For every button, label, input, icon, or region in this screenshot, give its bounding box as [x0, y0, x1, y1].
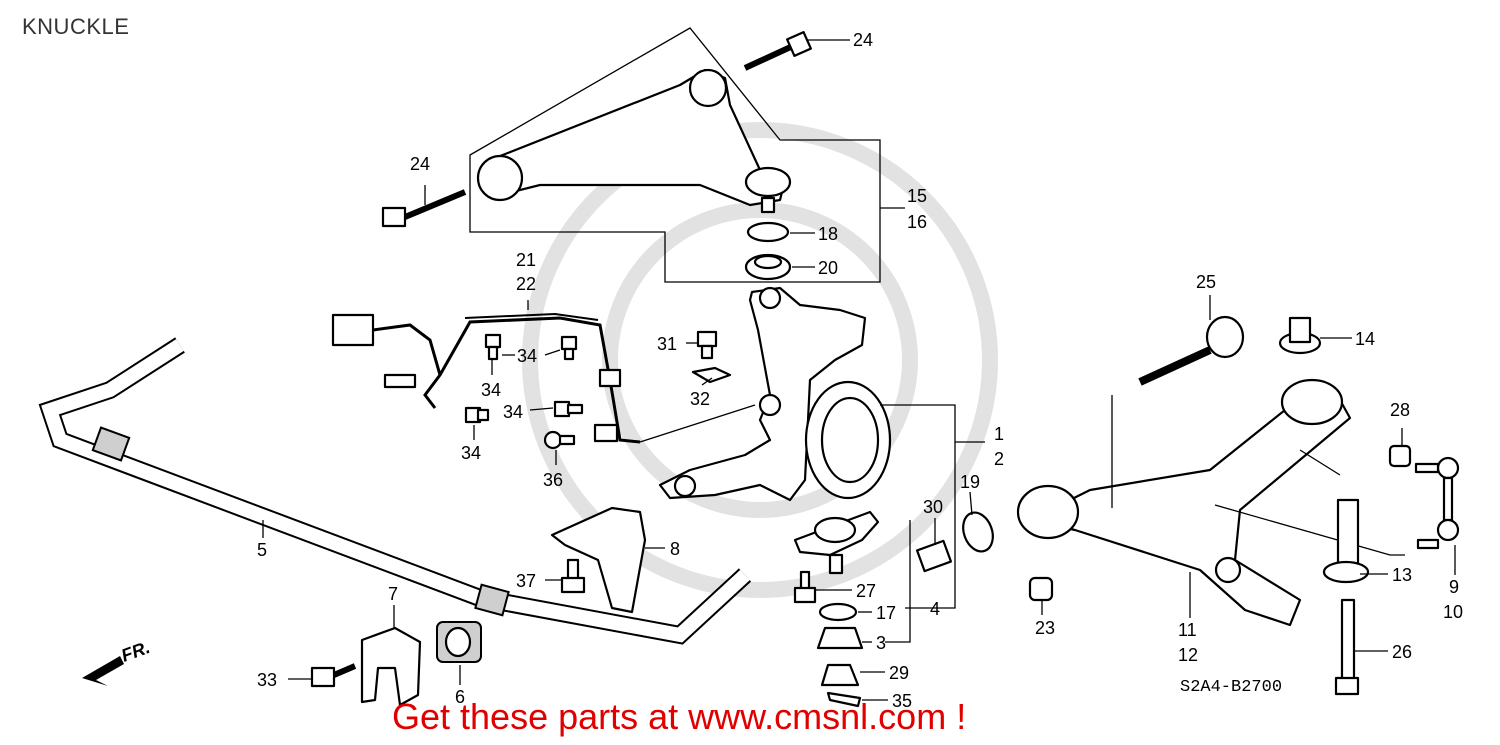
direction-label: FR.	[119, 637, 153, 666]
callout-28: 28	[1390, 400, 1410, 420]
part-20-boot[interactable]	[744, 253, 792, 281]
callout-24-left: 24	[410, 154, 430, 174]
callout-7: 7	[388, 584, 398, 604]
bushing-30[interactable]	[915, 539, 953, 573]
lower-arm-part[interactable]	[1016, 378, 1352, 627]
bushing-6[interactable]	[436, 621, 482, 663]
callout-27: 27	[856, 581, 876, 601]
ball-joint-part[interactable]	[793, 510, 880, 575]
bolt-27[interactable]	[793, 570, 817, 604]
callout-11: 11	[1178, 620, 1197, 640]
washer-19[interactable]	[958, 508, 998, 555]
callout-18: 18	[818, 224, 838, 244]
bracket-8[interactable]	[550, 506, 647, 614]
callout-34-c: 34	[503, 402, 523, 422]
bolt-13[interactable]	[1322, 498, 1370, 584]
callout-17: 17	[876, 603, 896, 623]
bolt-37[interactable]	[560, 558, 586, 594]
front-direction-arrow	[82, 656, 124, 686]
bolt-34-c[interactable]	[464, 406, 490, 424]
callout-10: 10	[1443, 602, 1463, 622]
stabilizer-bar[interactable]	[38, 337, 752, 645]
callout-5: 5	[257, 540, 267, 560]
callout-1: 1	[994, 424, 1004, 444]
callout-31: 31	[657, 334, 677, 354]
bolt-24-top[interactable]	[743, 31, 812, 71]
callout-34-a: 34	[517, 346, 537, 366]
callout-9: 9	[1449, 577, 1459, 597]
callout-33: 33	[257, 670, 277, 690]
callout-14: 14	[1355, 329, 1375, 349]
callout-8: 8	[670, 539, 680, 559]
nut-14[interactable]	[1278, 316, 1322, 355]
callout-37: 37	[516, 571, 536, 591]
callout-22: 22	[516, 274, 536, 294]
knuckle-part[interactable]	[658, 286, 892, 502]
part-18-ring[interactable]	[746, 221, 790, 243]
bolt-34-a[interactable]	[484, 333, 502, 361]
leader-lines	[262, 39, 1456, 701]
nut-28[interactable]	[1388, 444, 1412, 468]
abs-sensor-harness[interactable]	[331, 312, 641, 444]
callout-16: 16	[907, 212, 927, 232]
callout-29: 29	[889, 663, 909, 683]
callout-26: 26	[1392, 642, 1412, 662]
bolt-34-b[interactable]	[560, 335, 578, 361]
bolt-26[interactable]	[1334, 598, 1360, 696]
upper-arm-group-outline	[469, 27, 881, 283]
callout-21: 21	[516, 250, 536, 270]
callout-6: 6	[455, 687, 465, 707]
part-29-nut[interactable]	[820, 663, 860, 687]
watermark	[522, 122, 998, 598]
callout-4: 4	[930, 599, 940, 619]
bolt-31[interactable]	[696, 330, 718, 360]
upper-arm-part[interactable]	[476, 68, 792, 214]
callout-25: 25	[1196, 272, 1216, 292]
callout-24-top: 24	[853, 30, 873, 50]
callout-34-d: 34	[461, 443, 481, 463]
link-9[interactable]	[1414, 456, 1460, 550]
callout-23: 23	[1035, 618, 1055, 638]
page-title: KNUCKLE	[22, 14, 130, 39]
nut-23[interactable]	[1028, 576, 1054, 602]
part-35-pin[interactable]	[826, 691, 862, 708]
callout-34-b: 34	[481, 380, 501, 400]
bolt-24-left[interactable]	[381, 189, 467, 228]
bracket-7[interactable]	[360, 626, 422, 707]
callout-20: 20	[818, 258, 838, 278]
diagram-code: S2A4-B2700	[1180, 678, 1283, 697]
callout-3: 3	[876, 633, 886, 653]
callout-36: 36	[543, 470, 563, 490]
bolt-36[interactable]	[543, 430, 576, 450]
callout-19: 19	[960, 472, 980, 492]
part-3-boot[interactable]	[816, 626, 864, 650]
callout-labels: 24 24 15 16 18 20 21 22 25 14 31 32 34 3…	[257, 30, 1463, 711]
callout-13: 13	[1392, 565, 1412, 585]
promo-link[interactable]: Get these parts at www.cmsnl.com !	[392, 696, 967, 737]
callout-30: 30	[923, 497, 943, 517]
bolt-33[interactable]	[310, 663, 357, 688]
callout-12: 12	[1178, 645, 1198, 665]
clip-32[interactable]	[691, 366, 732, 384]
bolt-34-d[interactable]	[553, 400, 584, 418]
callout-35: 35	[892, 691, 912, 711]
callout-2: 2	[994, 449, 1004, 469]
bolt-25[interactable]	[1138, 315, 1245, 386]
callout-32: 32	[690, 389, 710, 409]
callout-15: 15	[907, 186, 927, 206]
part-17-ring[interactable]	[818, 602, 858, 622]
